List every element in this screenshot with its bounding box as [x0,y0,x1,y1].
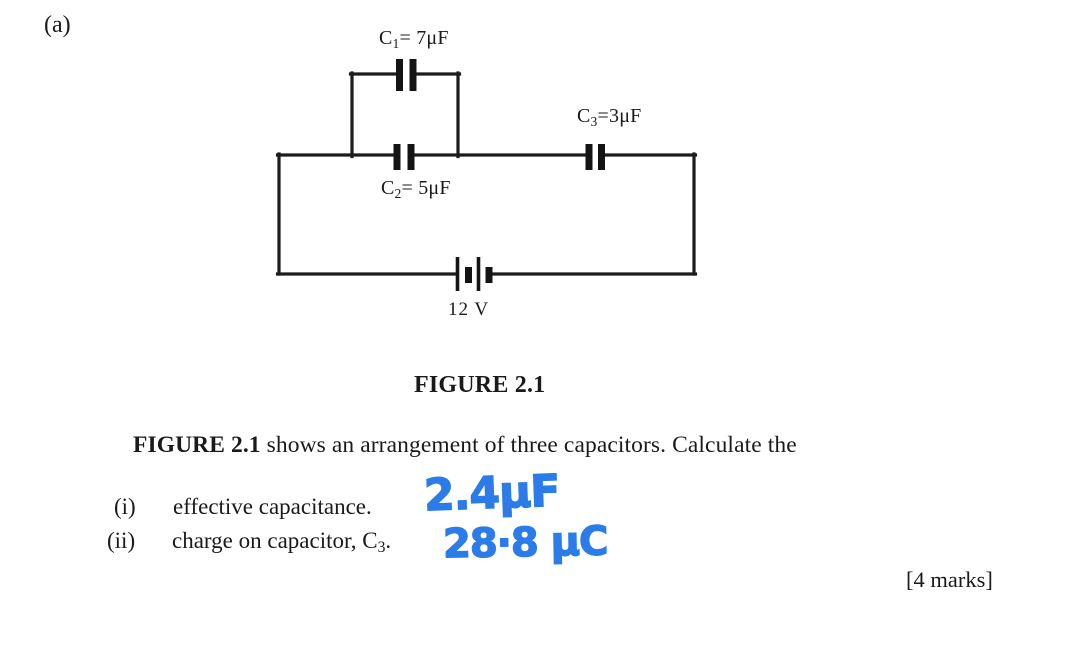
c3-symbol: C [577,105,591,127]
figure-caption: FIGURE 2.1 [414,372,546,398]
c3-subscript: 3 [590,113,598,129]
item-i-text: effective capacitance. [173,494,372,519]
handwritten-answer-charge-c3: 28·8 μC [442,518,609,568]
marks-label: [4 marks] [906,567,993,592]
capacitor-c1-label: C1= 7μF [379,27,449,50]
c1-symbol: C [379,27,393,49]
c1-subscript: 1 [392,35,400,51]
item-ii-text-suffix: . [385,528,392,553]
battery-voltage-label: 12 V [448,299,490,320]
handwritten-answer-effective-capacitance: 2.4μF [422,465,561,522]
item-ii-number: (ii) [107,528,136,553]
part-label: (a) [44,12,71,38]
c2-subscript: 2 [394,185,402,201]
item-i-number: (i) [114,494,136,519]
c3-value: =3μF [597,105,642,127]
item-ii-text-subscript: 3 [377,539,386,557]
capacitor-c2-label: C2= 5μF [381,177,451,200]
intro-text: shows an arrangement of three capacitors… [260,432,797,458]
c2-value: = 5μF [401,177,451,199]
capacitor-c3-label: C3=3μF [577,105,641,128]
problem-intro: FIGURE 2.1 shows an arrangement of three… [133,432,797,459]
c1-value: = 7μF [399,27,449,49]
item-ii-text: charge on capacitor, C3. [172,528,392,557]
item-ii-text-prefix: charge on capacitor, C [172,528,378,553]
c2-symbol: C [381,177,395,199]
intro-figure-reference: FIGURE 2.1 [133,432,261,458]
